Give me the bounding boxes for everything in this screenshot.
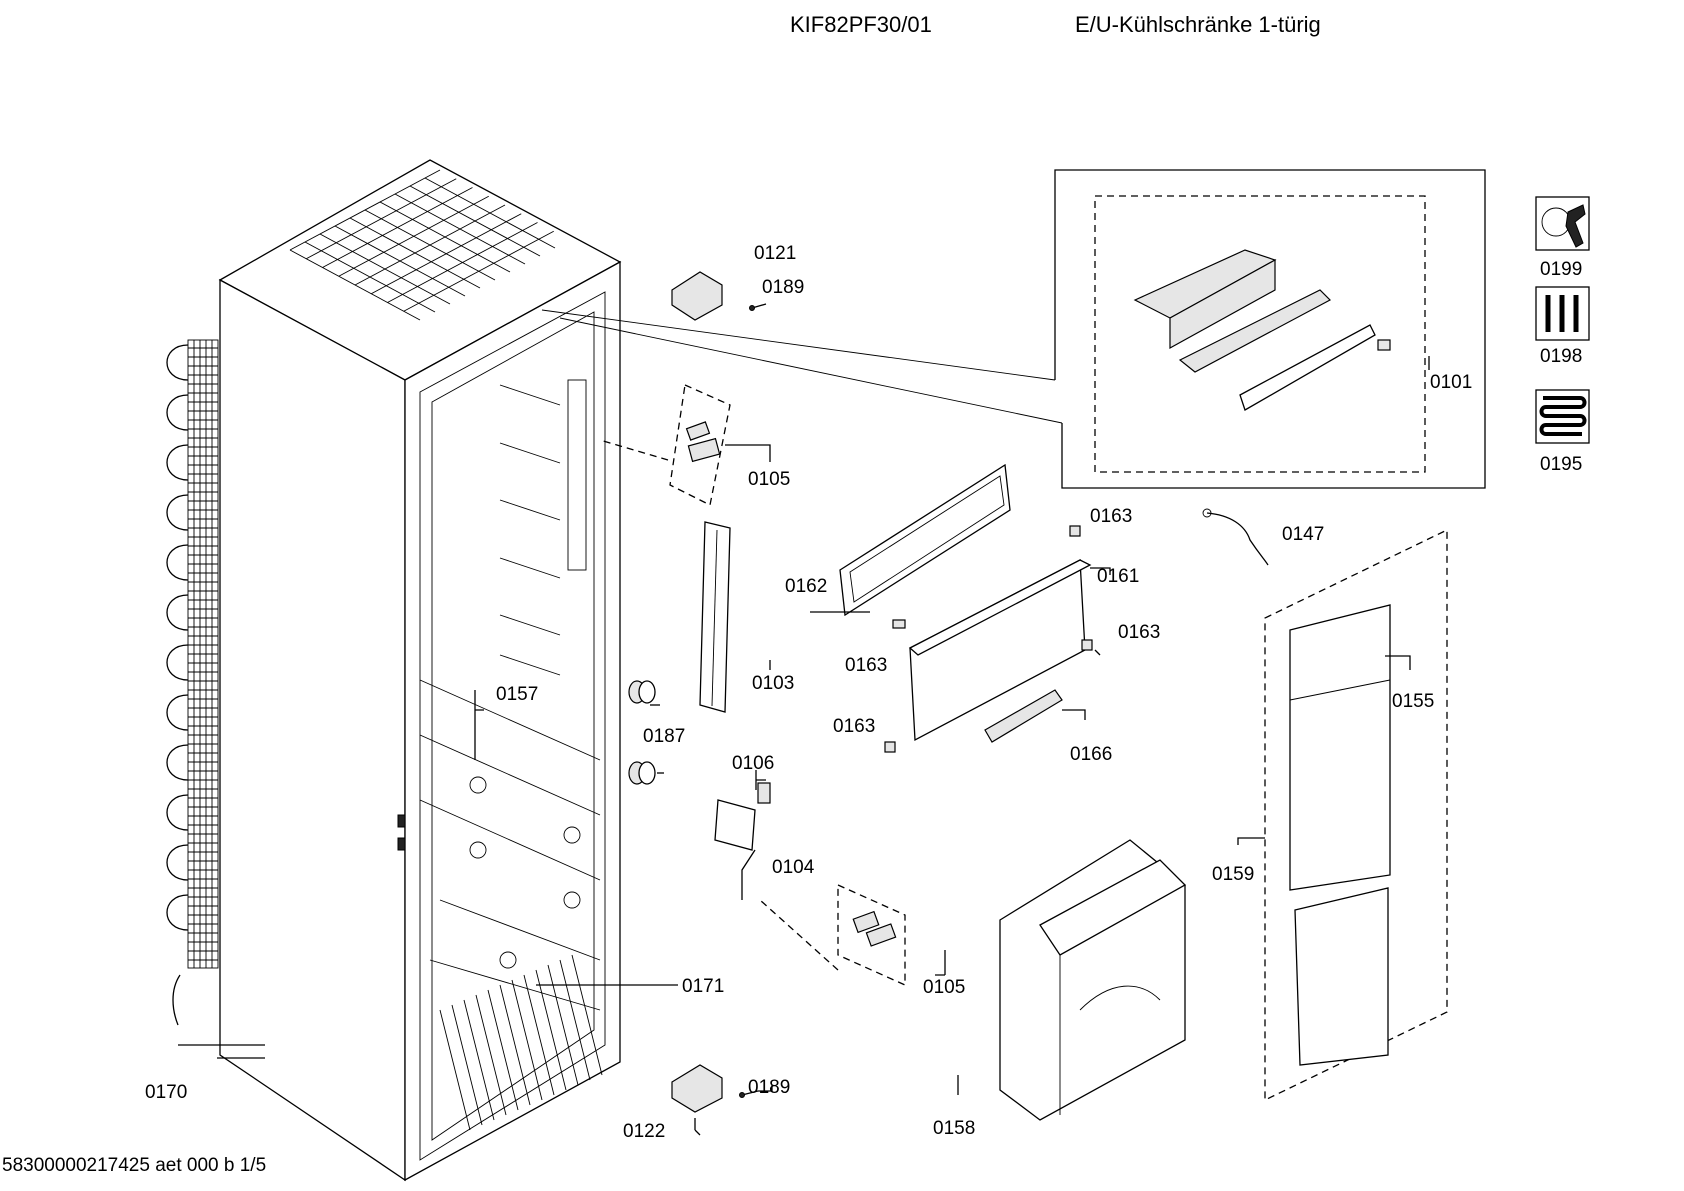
label-0161: 0161 [1097,566,1139,587]
label-0170: 0170 [145,1082,187,1103]
document-code: 58300000217425 aet 000 b 1/5 [2,1155,266,1176]
label-0103: 0103 [752,673,794,694]
hinge-lower [671,1064,723,1113]
part-labels: 0170 0171 0157 0121 0189 0105 0103 0187 … [145,243,1582,1142]
cabinet-body [218,159,622,1182]
label-0199: 0199 [1540,259,1582,280]
label-0158: 0158 [933,1118,975,1139]
fan-box-0158 [999,839,1187,1121]
label-0159: 0159 [1212,864,1254,885]
label-0189-upper: 0189 [762,277,804,298]
label-0105-lower: 0105 [923,977,965,998]
leader-lines [178,356,1430,1136]
label-0163-right: 0163 [1118,622,1160,643]
label-0122: 0122 [623,1121,665,1142]
label-0106: 0106 [732,753,774,774]
sensor-0104 [714,799,756,851]
condenser-coil [166,339,219,1026]
clip-0106 [757,782,771,804]
hinge-upper [671,271,723,321]
temperature-sensor-0147 [1202,508,1269,566]
label-0163-top: 0163 [1090,506,1132,527]
light-cover-lower [759,883,906,987]
label-0105-upper: 0105 [748,469,790,490]
label-0166: 0166 [1070,744,1112,765]
label-0155: 0155 [1392,691,1434,712]
label-0121: 0121 [754,243,796,264]
frame-0162 [839,463,1011,617]
heater-coil-icon [1535,389,1590,444]
label-0162: 0162 [785,576,827,597]
cover-0161 [908,558,1092,742]
diagram-description: E/U-Kühlschränke 1-türig [1075,12,1321,37]
door-0159 [1264,528,1448,1102]
wrench-icon [1535,196,1590,251]
clips-0163 [884,525,1093,753]
label-0187: 0187 [643,726,685,747]
screw-lower [739,1090,759,1098]
screw-upper [749,303,767,311]
label-0104: 0104 [772,857,815,878]
screws-icon [1535,286,1590,341]
label-0198: 0198 [1540,346,1582,367]
label-0163-left: 0163 [845,655,887,676]
label-0147: 0147 [1282,524,1324,545]
control-strip-0103 [699,521,731,713]
label-0195: 0195 [1540,454,1582,475]
slider-0166 [984,689,1063,743]
label-0157: 0157 [496,684,538,705]
bushings-0187 [628,680,656,785]
label-0101: 0101 [1430,372,1472,393]
label-0189-lower: 0189 [748,1077,790,1098]
electronics-detail-box [541,169,1486,489]
model-number: KIF82PF30/01 [790,12,932,37]
label-0171: 0171 [682,976,724,997]
label-0163-bottom: 0163 [833,716,875,737]
light-cover-upper [599,384,731,506]
